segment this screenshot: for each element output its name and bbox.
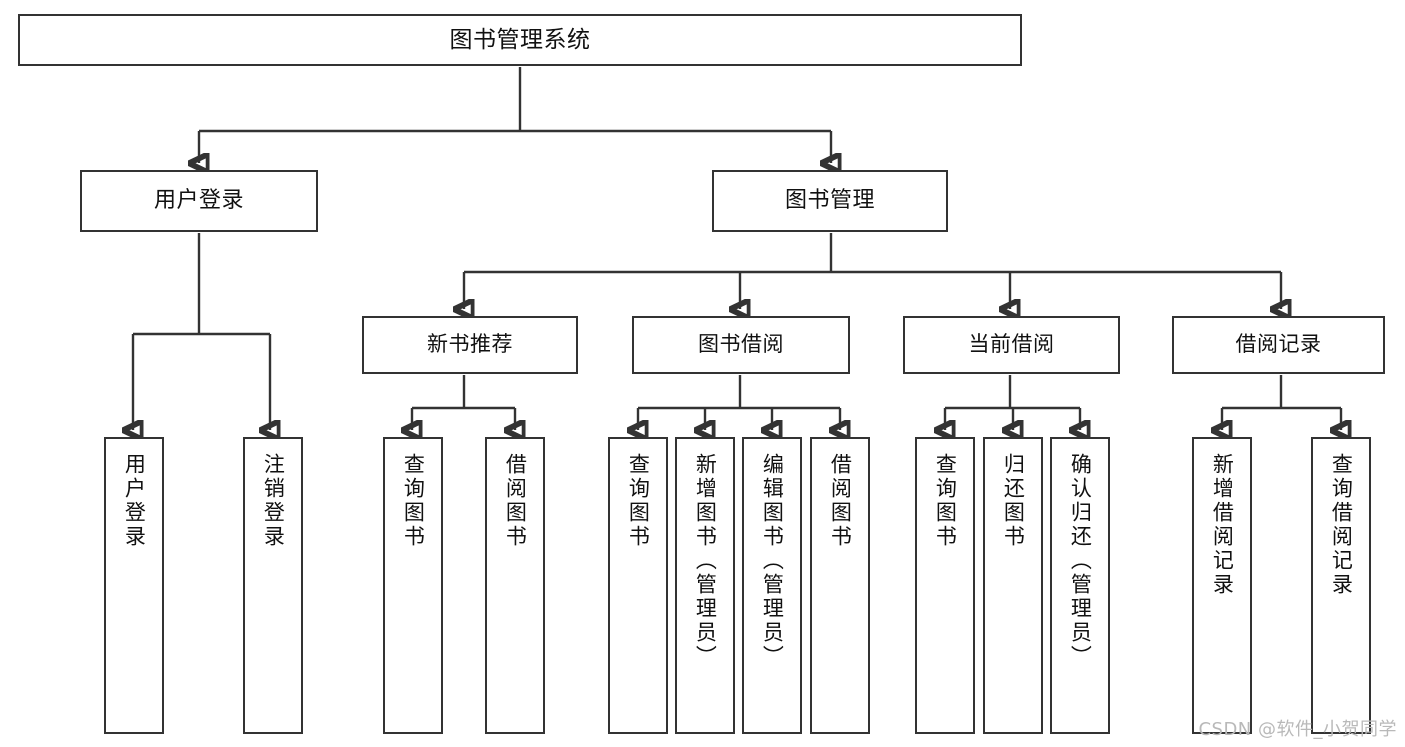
node-book-borrow-label: 图书借阅 xyxy=(698,332,784,357)
node-user-login[interactable]: 用户登录 xyxy=(80,170,318,232)
node-leaf-edit-book[interactable]: 编辑图书（管理员） xyxy=(742,437,802,734)
node-leaf-add-book[interactable]: 新增图书（管理员） xyxy=(675,437,735,734)
node-current-borrow-label: 当前借阅 xyxy=(968,332,1055,357)
node-root-label: 图书管理系统 xyxy=(449,26,591,53)
node-leaf-borrow-book-1[interactable]: 借阅图书 xyxy=(485,437,545,734)
node-leaf-return-book-label: 归还图书 xyxy=(1001,453,1026,549)
node-leaf-user-login[interactable]: 用户登录 xyxy=(104,437,164,734)
node-leaf-query-book-1[interactable]: 查询图书 xyxy=(383,437,443,734)
node-root[interactable]: 图书管理系统 xyxy=(18,14,1022,66)
node-leaf-user-login-label: 用户登录 xyxy=(122,453,147,549)
node-new-book-recommend-label: 新书推荐 xyxy=(427,332,513,357)
node-leaf-add-record-label: 新增借阅记录 xyxy=(1210,453,1235,597)
node-leaf-confirm-return-label: 确认归还（管理员） xyxy=(1068,453,1093,669)
node-leaf-add-record[interactable]: 新增借阅记录 xyxy=(1192,437,1252,734)
node-leaf-user-logout-label: 注销登录 xyxy=(261,453,286,549)
node-borrow-record-label: 借阅记录 xyxy=(1235,332,1322,357)
node-leaf-borrow-book-2[interactable]: 借阅图书 xyxy=(810,437,870,734)
node-leaf-query-book-3-label: 查询图书 xyxy=(933,453,958,549)
node-leaf-query-record-label: 查询借阅记录 xyxy=(1329,453,1354,597)
node-leaf-query-book-2-label: 查询图书 xyxy=(626,453,651,549)
node-leaf-query-book-2[interactable]: 查询图书 xyxy=(608,437,668,734)
node-current-borrow[interactable]: 当前借阅 xyxy=(903,316,1120,374)
node-user-login-label: 用户登录 xyxy=(153,188,244,214)
node-leaf-add-book-label: 新增图书（管理员） xyxy=(693,453,718,669)
node-leaf-query-book-1-label: 查询图书 xyxy=(401,453,426,549)
node-leaf-return-book[interactable]: 归还图书 xyxy=(983,437,1043,734)
node-book-borrow[interactable]: 图书借阅 xyxy=(632,316,850,374)
node-borrow-record[interactable]: 借阅记录 xyxy=(1172,316,1385,374)
watermark-text: CSDN @软件_小贺同学 xyxy=(1198,719,1397,740)
node-leaf-query-book-3[interactable]: 查询图书 xyxy=(915,437,975,734)
node-leaf-borrow-book-2-label: 借阅图书 xyxy=(828,453,853,549)
node-book-management[interactable]: 图书管理 xyxy=(712,170,948,232)
node-leaf-edit-book-label: 编辑图书（管理员） xyxy=(760,453,785,669)
node-leaf-user-logout[interactable]: 注销登录 xyxy=(243,437,303,734)
node-book-management-label: 图书管理 xyxy=(784,188,875,214)
node-new-book-recommend[interactable]: 新书推荐 xyxy=(362,316,578,374)
node-leaf-borrow-book-1-label: 借阅图书 xyxy=(503,453,528,549)
node-leaf-confirm-return[interactable]: 确认归还（管理员） xyxy=(1050,437,1110,734)
node-leaf-query-record[interactable]: 查询借阅记录 xyxy=(1311,437,1371,734)
